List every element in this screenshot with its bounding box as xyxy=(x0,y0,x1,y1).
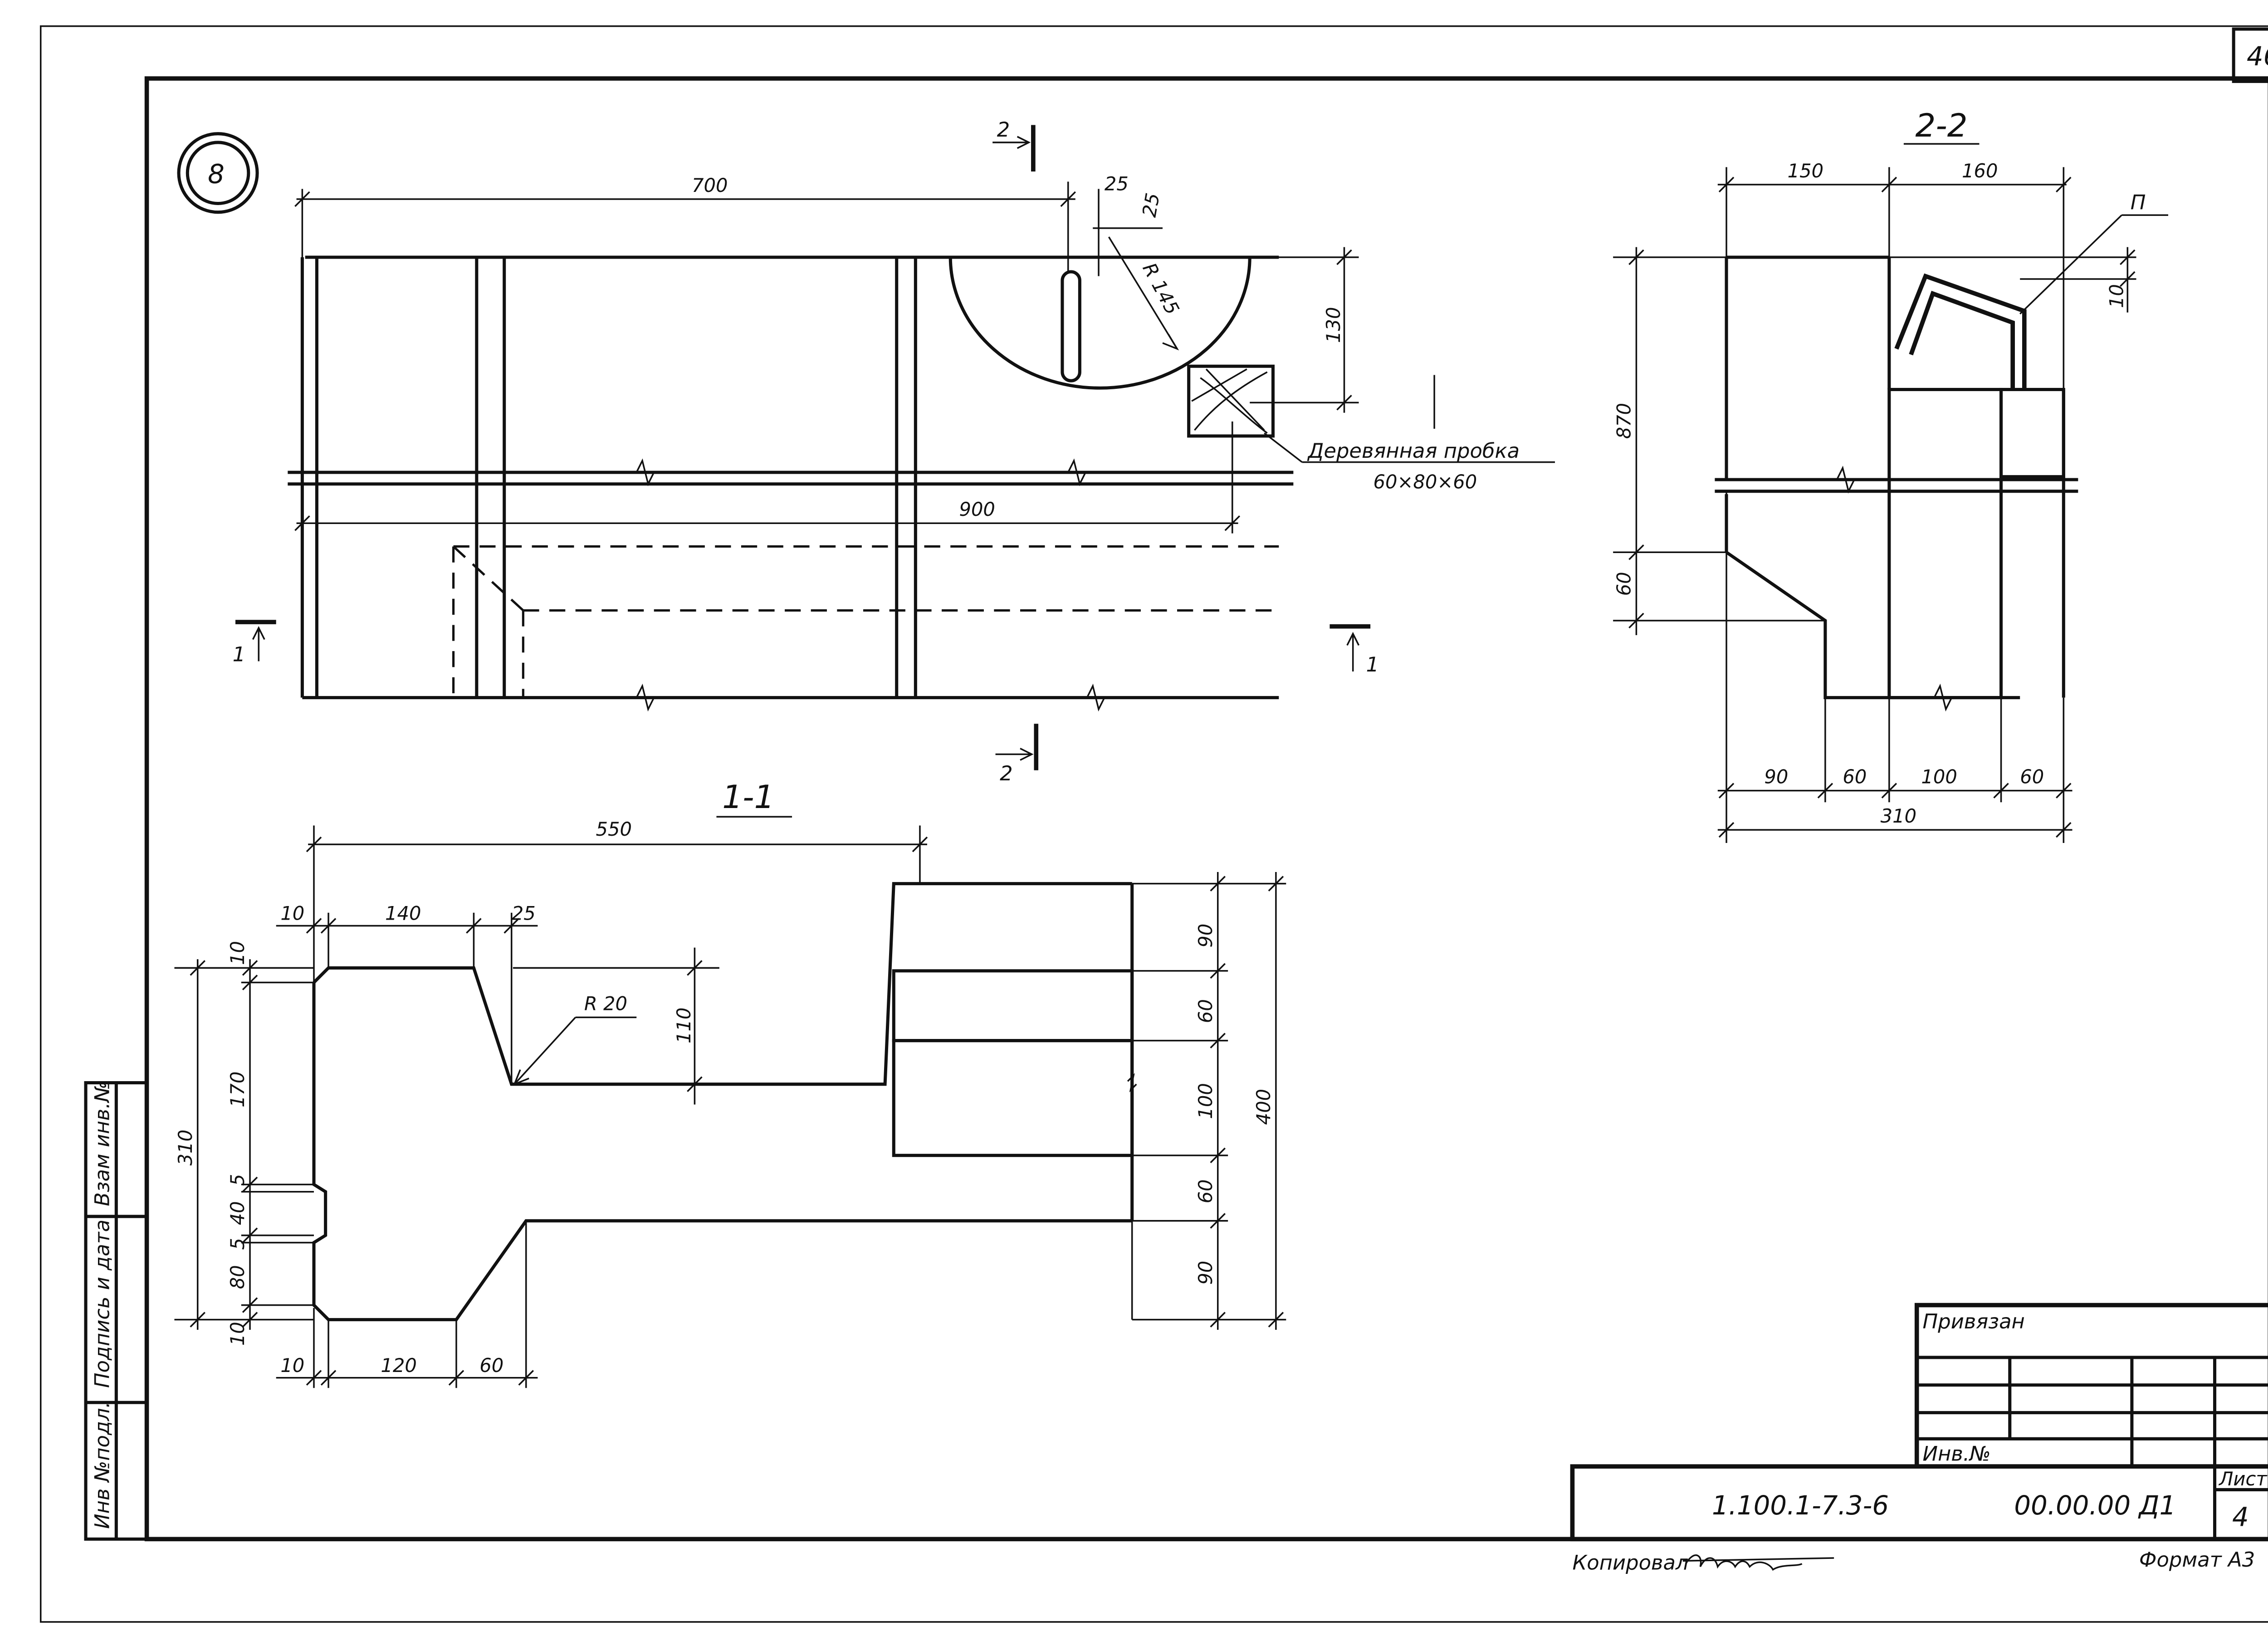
plan-dim-700: 700 xyxy=(692,174,728,196)
inv-no-label: Инв.№ xyxy=(1923,1441,1991,1465)
stamp-signature-date: Подпись и дата xyxy=(90,1220,114,1388)
s22-dim-b60b: 60 xyxy=(2020,766,2044,788)
s11-v5a: 5 xyxy=(226,1174,249,1186)
title-block: Привязан Инв.№ 1.100.1-7.3-6 00.00.00 Д1… xyxy=(1570,1303,2268,1575)
plan-dim-900: 900 xyxy=(959,498,995,520)
s11-v10-top: 10 xyxy=(226,941,249,965)
plan-view: 1 1 2 2 700 25 25 R 145 130 9 xyxy=(233,118,1555,785)
plan-dim-130: 130 xyxy=(1322,307,1344,343)
sheet-frame: 46 xyxy=(39,25,2268,1623)
s11-dim-left10: 10 xyxy=(280,902,304,925)
stamp-replaced-inv: Взам инв.№ xyxy=(90,1081,114,1206)
s11-r90b: 90 xyxy=(1194,1261,1217,1285)
s11-r60b: 60 xyxy=(1194,1179,1217,1203)
s11-bot60: 60 xyxy=(479,1354,503,1377)
document-designation: 00.00.00 Д1 xyxy=(2014,1490,2176,1521)
s11-v310: 310 xyxy=(174,1130,196,1166)
s11-dim-550: 550 xyxy=(596,818,632,840)
s11-dim-110: 110 xyxy=(673,1008,695,1044)
copied-by-label: Копировал xyxy=(1572,1551,1688,1575)
plan-dim-r145: R 145 xyxy=(1138,259,1183,318)
format-label: Формат А3 xyxy=(2139,1548,2255,1572)
s11-dim-25: 25 xyxy=(512,902,536,925)
section-mark-2-top: 2 xyxy=(997,118,1010,142)
s22-dim-160: 160 xyxy=(1962,160,1998,182)
detail-marker: 8 xyxy=(177,132,259,214)
s11-radius: R 20 xyxy=(584,992,627,1014)
s22-dim-870: 870 xyxy=(1613,403,1635,439)
s22-dim-150: 150 xyxy=(1788,160,1823,182)
s11-bot10: 10 xyxy=(280,1354,304,1377)
s11-v80: 80 xyxy=(226,1265,249,1289)
document-code: 1.100.1-7.3-6 xyxy=(1712,1490,1889,1521)
section-mark-2-bottom: 2 xyxy=(1000,761,1013,785)
corner-sheet-number: 46 xyxy=(2247,41,2268,72)
s11-bot120: 120 xyxy=(381,1354,416,1377)
s22-dim-10: 10 xyxy=(2106,284,2128,308)
wooden-plug-label: Деревянная пробка xyxy=(1307,439,1520,463)
s11-v10-bot: 10 xyxy=(226,1322,249,1346)
section-mark-1-right: 1 xyxy=(1366,652,1379,676)
section-2-2: 2-2 П 10 150 160 xyxy=(1613,107,2168,843)
section-2-2-title: 2-2 xyxy=(1916,107,1968,144)
detail-number: 8 xyxy=(208,159,225,190)
section-1-1: 1-1 550 10 140 25 R 20 110 xyxy=(174,779,1286,1388)
s11-r90a: 90 xyxy=(1194,924,1217,948)
s22-dim-60v: 60 xyxy=(1613,572,1635,596)
stamp-inv-original: Инв №подл. xyxy=(90,1401,114,1529)
s11-r60a: 60 xyxy=(1194,999,1217,1023)
s22-dim-b310: 310 xyxy=(1881,805,1916,827)
s11-dim-140: 140 xyxy=(385,902,421,925)
s22-dim-b100: 100 xyxy=(1921,766,1957,788)
section-mark-1-left: 1 xyxy=(233,642,246,666)
s11-r400: 400 xyxy=(1252,1089,1275,1125)
plan-dim-25b: 25 xyxy=(1138,191,1164,219)
sheet-number: 4 xyxy=(2232,1502,2249,1533)
s22-dim-b90: 90 xyxy=(1764,766,1788,788)
side-stamp: Взам инв.№ Подпись и дата Инв №подл. xyxy=(84,1081,149,1541)
wooden-plug-size: 60×80×60 xyxy=(1374,470,1477,493)
sheet-label: Лист xyxy=(2218,1468,2268,1490)
s11-v40: 40 xyxy=(226,1201,249,1225)
privyazan-label: Привязан xyxy=(1923,1309,2025,1333)
s11-v170: 170 xyxy=(226,1072,249,1107)
plan-dim-25a: 25 xyxy=(1105,173,1129,195)
copier-signature xyxy=(1682,1554,1834,1571)
s22-leader-p: П xyxy=(2131,190,2146,214)
section-1-1-title: 1-1 xyxy=(722,779,774,816)
s11-v5b: 5 xyxy=(226,1238,249,1249)
s11-r100: 100 xyxy=(1194,1083,1217,1119)
s22-dim-b60: 60 xyxy=(1843,766,1867,788)
